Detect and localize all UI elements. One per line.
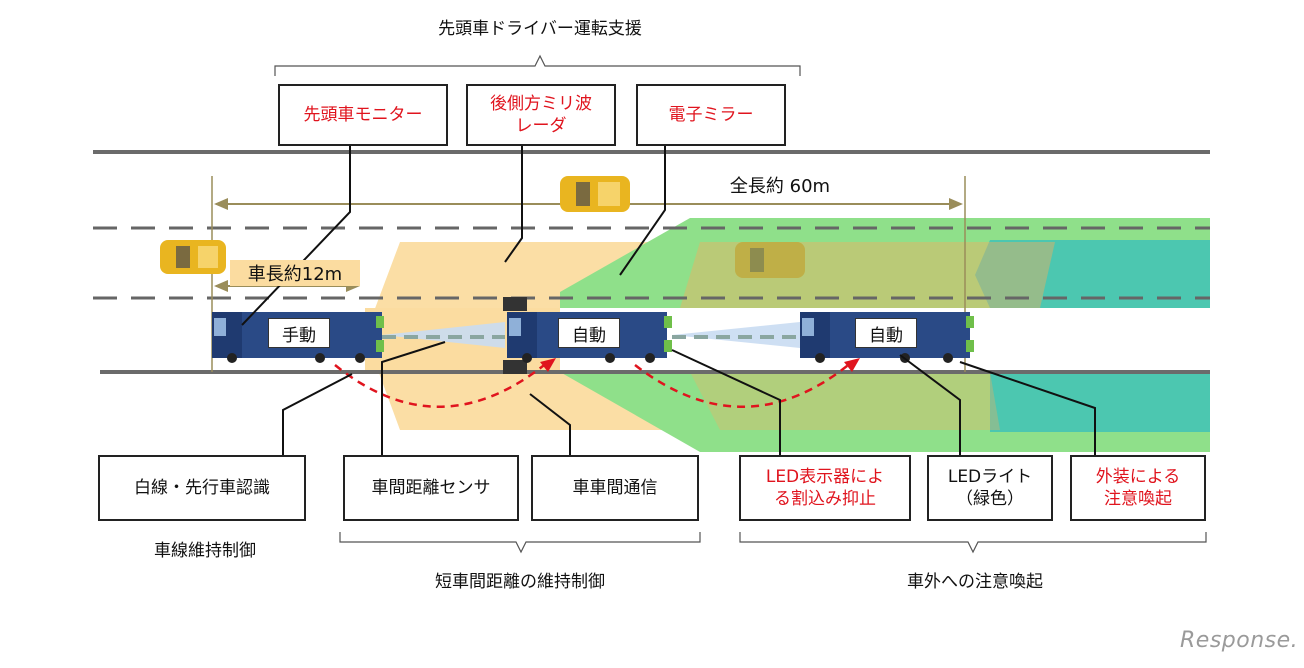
box-v2v: 車車間通信 bbox=[531, 455, 699, 521]
callout-led-display bbox=[671, 349, 781, 455]
total-length-label: 全長約 60m bbox=[729, 176, 831, 197]
follow-arrow-2 bbox=[634, 361, 853, 408]
box-distance-sensor: 車間距離センサ bbox=[343, 455, 519, 521]
box-rear-radar: 後側方ミリ波 レーダ bbox=[466, 84, 616, 146]
top-title: 先頭車ドライバー運転支援 bbox=[438, 19, 642, 39]
mode-label-truck-2: 自動 bbox=[558, 318, 620, 348]
total-length-arrowhead-left bbox=[214, 198, 228, 210]
car-icon-ghost bbox=[735, 242, 805, 278]
callout-v2v bbox=[529, 393, 571, 455]
callout-e-mirror bbox=[619, 146, 666, 276]
teal-zone-upper bbox=[975, 240, 1210, 308]
top-brace bbox=[274, 54, 801, 76]
callout-led-light bbox=[899, 354, 961, 455]
truck-length-arrowhead-left bbox=[214, 280, 228, 292]
follow-arrowhead-1 bbox=[540, 358, 556, 372]
teal-zone-lower bbox=[990, 372, 1210, 432]
label-lane-keep: 車線維持制御 bbox=[154, 541, 256, 561]
box-e-mirror: 電子ミラー bbox=[636, 84, 786, 146]
brace-short-gap bbox=[339, 532, 701, 554]
truck-length-label: 車長約12m bbox=[230, 260, 360, 286]
total-length-arrowhead-right bbox=[949, 198, 963, 210]
car-icon-left bbox=[160, 240, 226, 274]
follow-arrowhead-2 bbox=[844, 358, 860, 372]
callout-rear-radar bbox=[504, 146, 523, 263]
car-icon-top bbox=[560, 176, 630, 212]
brace-attention bbox=[739, 532, 1207, 554]
box-lane-recognition: 白線・先行車認識 bbox=[98, 455, 306, 521]
box-led-display: LED表示器によ る割込み抑止 bbox=[739, 455, 911, 521]
label-short-gap: 短車間距離の維持制御 bbox=[435, 572, 605, 592]
box-lead-monitor: 先頭車モニター bbox=[278, 84, 448, 146]
mode-label-truck-3: 自動 bbox=[855, 318, 917, 348]
box-exterior: 外装による 注意喚起 bbox=[1070, 455, 1206, 521]
response-watermark: Response. bbox=[1180, 628, 1299, 653]
callout-lead-monitor bbox=[241, 146, 351, 326]
sensor-beam-1 bbox=[382, 322, 505, 348]
callout-distance-sensor bbox=[381, 341, 446, 455]
callout-lane-recognition bbox=[282, 373, 353, 455]
mode-label-truck-1: 手動 bbox=[268, 318, 330, 348]
follow-arrow-1 bbox=[334, 361, 549, 408]
label-attention: 車外への注意喚起 bbox=[907, 572, 1043, 592]
sensor-beam-2 bbox=[672, 322, 800, 348]
box-led-light: LEDライト （緑色） bbox=[927, 455, 1053, 521]
orange-overlap-lower bbox=[690, 372, 1000, 430]
callout-exterior bbox=[959, 361, 1096, 455]
